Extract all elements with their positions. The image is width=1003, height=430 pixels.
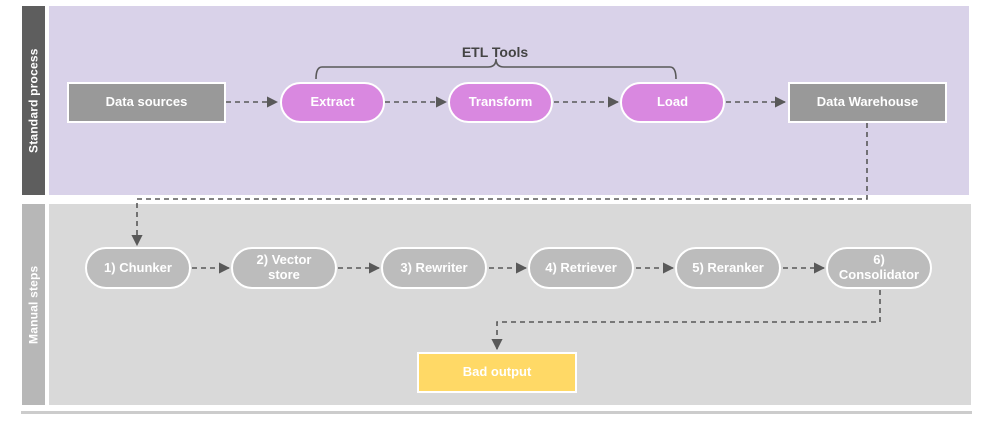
node-extract[interactable]: Extract <box>280 82 385 123</box>
node-data-sources[interactable]: Data sources <box>67 82 226 123</box>
node-load[interactable]: Load <box>620 82 725 123</box>
swimlane-header-manual-steps: Manual steps <box>21 203 46 406</box>
node-chunker[interactable]: 1) Chunker <box>85 247 191 289</box>
bottom-divider <box>21 411 972 414</box>
node-bad-output[interactable]: Bad output <box>417 352 577 393</box>
node-reranker[interactable]: 5) Reranker <box>675 247 781 289</box>
etl-tools-bracket-icon <box>315 58 677 80</box>
etl-tools-label: ETL Tools <box>461 44 529 60</box>
node-vector-store[interactable]: 2) Vector store <box>231 247 337 289</box>
node-data-warehouse[interactable]: Data Warehouse <box>788 82 947 123</box>
node-rewriter[interactable]: 3) Rewriter <box>381 247 487 289</box>
node-transform[interactable]: Transform <box>448 82 553 123</box>
node-retriever[interactable]: 4) Retriever <box>528 247 634 289</box>
swimlane-header-standard-process: Standard process <box>21 5 46 196</box>
node-consolidator[interactable]: 6) Consolidator <box>826 247 932 289</box>
